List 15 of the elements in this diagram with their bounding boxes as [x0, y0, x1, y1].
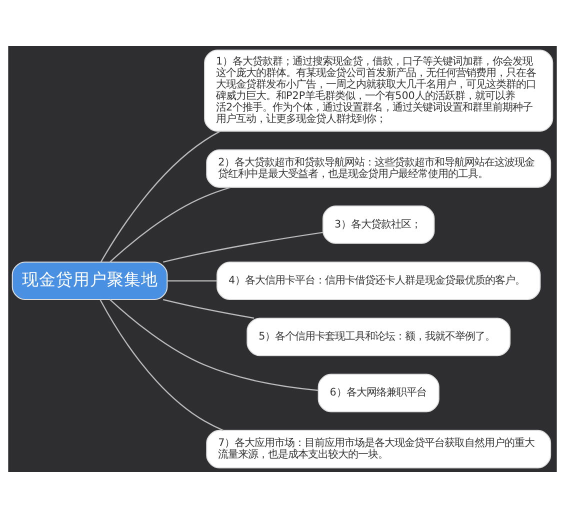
- connector: [100, 130, 220, 262]
- connector: [162, 298, 254, 319]
- connector: [167, 280, 217, 282]
- node-box: 5）各个信用卡套现工具和论坛：额，我就不举例了。: [246, 318, 511, 356]
- node-box: 7）各大应用市场：目前应用市场是各大现金贷平台获取自然用户的重大流量来源，也是成本支出较大的一块。: [206, 430, 552, 468]
- connector: [110, 299, 318, 391]
- connector: [100, 300, 224, 431]
- connector: [162, 232, 323, 263]
- node-box: 2）各大贷款超市和贷款导航网站：这些贷款超市和导航网站在这波现金贷红利中是最大受益者，也是现金贷用户最经常使用的工具。: [206, 149, 552, 188]
- node-box: 1）各大贷款群；通过搜索现金贷，借款，口子等关键词加群，你会发现这个庞大的群体。有某现金贷公司首发新产品，无任何营销费用，只在各大现金贷群发布小广告，一周之内就获取大几千名用户，可见这类群的口碑威力巨大。和P2P羊毛群类似，一个有500人的活跃群，就可以养活2个推手。作为个体，通过设置群名，通过关键词设置和群里前期种子用户互动，让更多现金贷人群找到你；: [204, 50, 554, 132]
- node-box: 6）各大网络兼职平台: [318, 374, 440, 412]
- node-box: 现金贷用户聚集地: [12, 262, 168, 300]
- connector: [110, 186, 231, 263]
- node-box: 3）各大贷款社区；: [322, 205, 435, 244]
- node-box: 4）各大信用卡平台：信用卡借贷还卡人群是现金贷最优质的客户。: [216, 262, 541, 300]
